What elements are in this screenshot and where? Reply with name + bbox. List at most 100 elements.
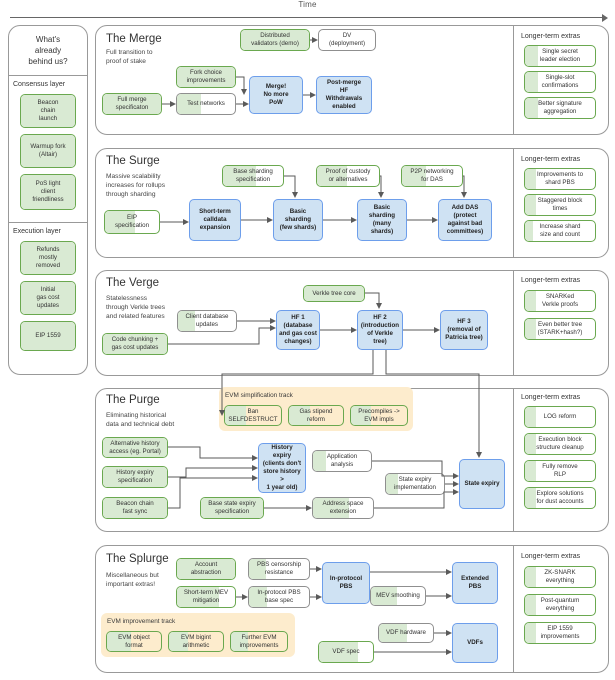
node-short-term-calldata-expansion[interactable]: Short-term calldata expansion bbox=[189, 199, 241, 241]
node-hf-1[interactable]: HF 1 (database and gas cost changes) bbox=[276, 310, 320, 350]
sidebar-item-warmup-fork[interactable]: Warmup fork (Altair) bbox=[20, 134, 76, 168]
node-mev-smoothing[interactable]: MEV smoothing bbox=[370, 586, 426, 606]
extra-fully-remove-rlp[interactable]: Fully remove RLP bbox=[524, 460, 596, 482]
node-label: VDF spec bbox=[332, 648, 360, 656]
node-account-abstraction[interactable]: Account abstraction bbox=[176, 558, 236, 580]
evm-simplification-track-title: EVM simplification track bbox=[225, 392, 293, 399]
node-label: Code chunking + gas cost updates bbox=[111, 336, 159, 351]
node-fork-choice-improvements[interactable]: Fork choice improvements bbox=[176, 66, 236, 88]
node-basic-sharding-many-shards[interactable]: Basic sharding (many shards) bbox=[357, 199, 407, 241]
node-short-term-mev-mitigation[interactable]: Short-term MEV mitigation bbox=[176, 586, 236, 608]
node-address-space-extension[interactable]: Address space extension bbox=[312, 497, 374, 519]
node-base-state-expiry-specification[interactable]: Base state expiry specification bbox=[200, 497, 264, 519]
progress-fill bbox=[105, 211, 135, 233]
extra-zk-snark-everything[interactable]: ZK-SNARK everything bbox=[524, 566, 596, 588]
extra-even-better-tree[interactable]: Even better tree (STARK+hash?) bbox=[524, 318, 596, 340]
node-vdf-hardware[interactable]: VDF hardware bbox=[378, 623, 434, 643]
sidebar-item-refunds-removed[interactable]: Refunds mostly removed bbox=[20, 241, 76, 275]
progress-fill bbox=[103, 498, 167, 518]
sidebar-item-beacon-chain-launch[interactable]: Beacon chain launch bbox=[20, 94, 76, 128]
node-label: History expiry specification bbox=[116, 469, 154, 484]
section-title-splurge: The Splurge bbox=[106, 553, 169, 565]
extra-execution-block-structure-cleanup[interactable]: Execution block structure cleanup bbox=[524, 433, 596, 455]
node-further-evm-improvements[interactable]: Further EVM improvements bbox=[230, 631, 288, 652]
node-evm-object-format[interactable]: EVM object format bbox=[106, 631, 162, 652]
node-extended-pbs[interactable]: Extended PBS bbox=[452, 562, 498, 604]
node-in-protocol-pbs-base-spec[interactable]: In-protocol PBS base spec bbox=[248, 586, 310, 608]
node-evm-bigint-arithmetic[interactable]: EVM bigint arithmetic bbox=[168, 631, 224, 652]
node-pbs-censorship-resistance[interactable]: PBS censorship resistance bbox=[248, 558, 310, 580]
node-alternative-history-access[interactable]: Alternative history access (eg. Portal) bbox=[102, 437, 168, 458]
node-vdfs[interactable]: VDFs bbox=[452, 623, 498, 663]
extra-single-slot-confirmations[interactable]: Single-slot confirmations bbox=[524, 71, 596, 93]
extra-better-signature-aggregation[interactable]: Better signature aggregation bbox=[524, 97, 596, 119]
progress-fill bbox=[249, 559, 266, 579]
node-state-expiry[interactable]: State expiry bbox=[459, 459, 505, 509]
node-label: History expiry (clients don't store hist… bbox=[262, 444, 302, 491]
node-distributed-validators-demo[interactable]: Distributed validators (demo) bbox=[240, 29, 310, 51]
extra-improvements-to-shard-pbs[interactable]: Improvements to shard PBS bbox=[524, 168, 596, 190]
node-code-chunking-gas-cost-updates[interactable]: Code chunking + gas cost updates bbox=[102, 333, 168, 355]
sidebar-divider-2 bbox=[8, 222, 88, 223]
node-in-protocol-pbs[interactable]: In-protocol PBS bbox=[322, 562, 370, 604]
sidebar-item-label: PoS light client friendliness bbox=[32, 180, 64, 203]
extra-post-quantum-everything[interactable]: Post-quantum everything bbox=[524, 594, 596, 616]
progress-fill bbox=[223, 166, 256, 186]
node-label: Short-term MEV mitigation bbox=[183, 589, 229, 604]
node-full-merge-specification[interactable]: Full merge specificaton bbox=[102, 93, 162, 115]
node-precompiles-to-evm-impls[interactable]: Precompiles -> EVM impls bbox=[350, 405, 408, 426]
progress-fill bbox=[21, 175, 75, 209]
node-base-sharding-specification[interactable]: Base sharding specification bbox=[222, 165, 284, 187]
time-axis-arrow-icon bbox=[602, 13, 608, 22]
extra-snarked-verkle-proofs[interactable]: SNARKed Verkle proofs bbox=[524, 290, 596, 312]
node-hf-3[interactable]: HF 3 (removal of Patricia tree) bbox=[440, 310, 488, 350]
node-label: Staggered block times bbox=[537, 197, 583, 212]
node-label: EVM bigint arithmetic bbox=[181, 633, 211, 649]
extra-explore-solutions-for-dust-accounts[interactable]: Explore solutions for dust accounts bbox=[524, 487, 596, 509]
sidebar-item-eip-1559[interactable]: EIP 1559 bbox=[20, 321, 76, 351]
node-history-expiry-specification[interactable]: History expiry specification bbox=[102, 466, 168, 488]
extra-increase-shard-size-and-count[interactable]: Increase shard size and count bbox=[524, 220, 596, 242]
extra-single-secret-leader-election[interactable]: Single secret leader election bbox=[524, 45, 596, 67]
node-verkle-tree-core[interactable]: Verkle tree core bbox=[303, 285, 365, 302]
node-proof-of-custody[interactable]: Proof of custody or alternatives bbox=[316, 165, 380, 187]
node-application-analysis[interactable]: Application analysis bbox=[312, 450, 372, 472]
progress-fill bbox=[103, 94, 161, 114]
node-test-networks[interactable]: Test networks bbox=[176, 93, 236, 115]
node-label: EIP specification bbox=[114, 214, 150, 229]
progress-fill bbox=[371, 587, 397, 605]
node-label: SNARKed Verkle proofs bbox=[541, 293, 579, 308]
node-client-database-updates[interactable]: Client database updates bbox=[177, 310, 237, 332]
sidebar-item-label: Beacon chain launch bbox=[37, 99, 59, 122]
node-merge-no-more-pow[interactable]: Merge! No more PoW bbox=[249, 76, 303, 114]
node-dv-deployment[interactable]: DV (deployment) bbox=[318, 29, 376, 51]
node-label: Verkle tree core bbox=[312, 289, 356, 297]
node-beacon-chain-fast-sync[interactable]: Beacon chain fast sync bbox=[102, 497, 168, 519]
section-subtitle-verge: Statelessness through Verkle trees and r… bbox=[106, 295, 166, 320]
node-state-expiry-implementation[interactable]: State expiry implementation bbox=[385, 473, 445, 495]
time-axis-label: Time bbox=[298, 0, 317, 9]
extra-staggered-block-times[interactable]: Staggered block times bbox=[524, 194, 596, 216]
sidebar-item-initial-gas-cost-updates[interactable]: Initial gas cost updates bbox=[20, 281, 76, 315]
sidebar-item-pos-light-client[interactable]: PoS light client friendliness bbox=[20, 174, 76, 210]
progress-fill bbox=[525, 595, 537, 615]
node-gas-stipend-reform[interactable]: Gas stipend reform bbox=[288, 405, 344, 426]
verge-extras-divider bbox=[513, 270, 514, 376]
node-label: Base state expiry specification bbox=[208, 500, 256, 515]
node-history-expiry[interactable]: History expiry (clients don't store hist… bbox=[258, 443, 306, 493]
node-hf-2[interactable]: HF 2 (introduction of Verkle tree) bbox=[357, 310, 403, 350]
node-label: Post-quantum everything bbox=[540, 597, 580, 612]
progress-fill bbox=[525, 72, 538, 92]
node-ban-selfdestruct[interactable]: Ban SELFDESTRUCT bbox=[224, 405, 282, 426]
sidebar-item-label: EIP 1559 bbox=[35, 332, 61, 340]
node-label: Proof of custody or alternatives bbox=[325, 168, 371, 183]
extra-eip-1559-improvements[interactable]: EIP 1559 improvements bbox=[524, 622, 596, 644]
node-basic-sharding-few-shards[interactable]: Basic sharding (few shards) bbox=[273, 199, 323, 241]
node-vdf-spec[interactable]: VDF spec bbox=[318, 641, 374, 663]
extra-log-reform[interactable]: LOG reform bbox=[524, 406, 596, 428]
node-p2p-networking-for-das[interactable]: P2P networking for DAS bbox=[401, 165, 463, 187]
node-eip-specification[interactable]: EIP specification bbox=[104, 210, 160, 234]
node-label: Merge! No more PoW bbox=[263, 83, 289, 106]
node-post-merge-hf[interactable]: Post-merge HF Withdrawals enabled bbox=[316, 76, 372, 114]
node-add-das[interactable]: Add DAS (protect against bad committees) bbox=[438, 199, 492, 241]
